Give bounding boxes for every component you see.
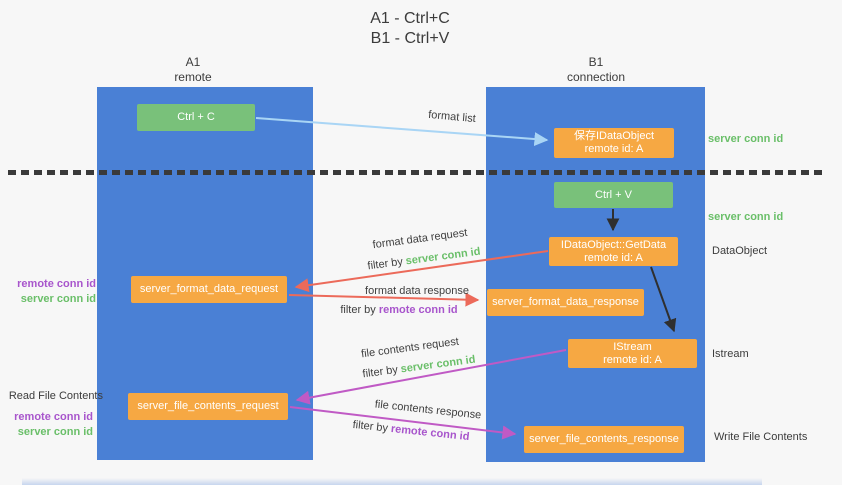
- remote-conn-id-text: remote conn id: [390, 422, 470, 444]
- server-format-data-response-box: server_format_data_response: [487, 289, 644, 316]
- getdata-box: IDataObject::GetData remote id: A: [549, 237, 678, 266]
- lane-a1-subtitle: remote: [174, 70, 212, 84]
- save-idataobject-line2: remote id: A: [584, 143, 644, 155]
- ctrl-v-box: Ctrl + V: [554, 182, 673, 208]
- ctrl-c-label: Ctrl + C: [177, 111, 215, 123]
- server-file-contents-response-label: server_file_contents_response: [529, 433, 679, 445]
- write-file-contents-label: Write File Contents: [714, 431, 808, 443]
- save-idataobject-line1: 保存IDataObject: [573, 130, 655, 142]
- server-format-data-request-label: server_format_data_request: [139, 283, 279, 295]
- dashed-divider-line: [8, 170, 826, 175]
- server-conn-id-text: server conn id: [400, 353, 477, 376]
- getdata-line2: remote id: A: [584, 251, 643, 264]
- title-line-2: B1 - Ctrl+V: [370, 30, 450, 47]
- istream-box: IStream remote id: A: [568, 339, 697, 368]
- lane-b1-title: B1: [588, 55, 604, 69]
- read-file-contents-label: Read File Contents: [8, 390, 103, 402]
- left-remote-conn-id-label-1: remote conn id: [17, 278, 96, 290]
- bottom-blue-strip: [22, 478, 762, 485]
- format-data-request-label: format data request: [371, 226, 469, 252]
- server-file-contents-request-label: server_file_contents_request: [137, 400, 279, 412]
- lane-header-a1: A1 remote: [133, 55, 253, 85]
- istream-line2: remote id: A: [603, 353, 662, 366]
- server-file-contents-response-box: server_file_contents_response: [524, 426, 684, 453]
- ctrl-c-box: Ctrl + C: [137, 104, 255, 131]
- lane-header-b1: B1 connection: [536, 55, 656, 85]
- lane-a1-title: A1: [185, 55, 201, 69]
- getdata-line1: IDataObject::GetData: [560, 238, 667, 251]
- filter-by-text: filter by: [361, 363, 399, 381]
- istream-side-label: Istream: [712, 348, 749, 360]
- istream-line1: IStream: [613, 340, 652, 353]
- remote-conn-id-text: remote conn id: [378, 304, 458, 316]
- diagram-title: A1 - Ctrl+C B1 - Ctrl+V: [0, 9, 820, 49]
- left-server-conn-id-label-2: server conn id: [17, 426, 93, 438]
- filter-by-text: filter by: [340, 304, 376, 316]
- file-contents-response-label: file contents response: [374, 398, 482, 422]
- ctrl-v-label: Ctrl + V: [595, 188, 632, 201]
- right-server-conn-id-label-2: server conn id: [708, 211, 784, 223]
- left-remote-conn-id-label-2: remote conn id: [14, 411, 93, 423]
- format-list-label: format list: [427, 108, 477, 126]
- server-conn-id-text: server conn id: [405, 245, 482, 268]
- format-data-response-label: format data response: [365, 285, 469, 297]
- dataobject-label: DataObject: [712, 245, 768, 257]
- filter-by-text: filter by: [352, 418, 389, 435]
- lane-b1-subtitle: connection: [566, 70, 626, 84]
- title-line-1: A1 - Ctrl+C: [370, 10, 450, 27]
- server-format-data-response-label: server_format_data_response: [492, 296, 639, 308]
- server-format-data-request-box: server_format_data_request: [131, 276, 287, 303]
- server-file-contents-request-box: server_file_contents_request: [128, 393, 288, 420]
- left-server-conn-id-label-1: server conn id: [20, 293, 96, 305]
- filter-by-text: filter by: [366, 255, 404, 273]
- right-server-conn-id-label-1: server conn id: [708, 133, 784, 145]
- save-idataobject-box: 保存IDataObject remote id: A: [554, 128, 674, 158]
